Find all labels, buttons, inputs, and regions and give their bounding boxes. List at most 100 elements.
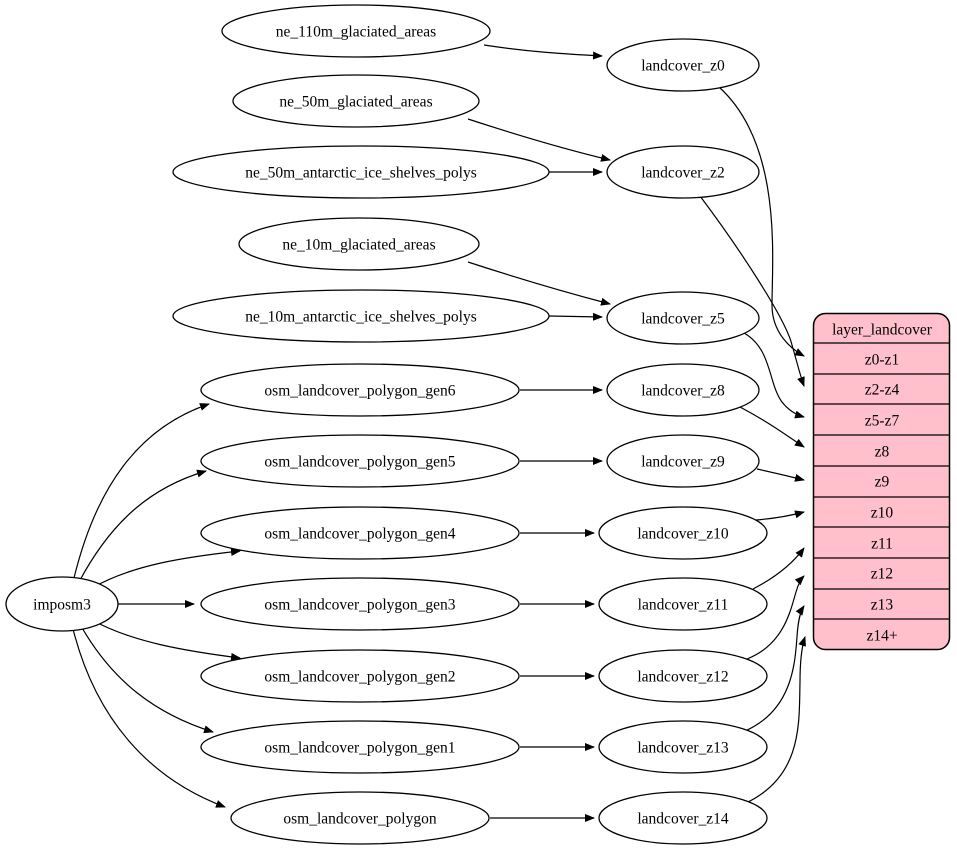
node-landcover-z0: landcover_z0 <box>606 38 760 92</box>
landcover-ellipse <box>606 38 760 92</box>
source-ellipse <box>200 720 520 774</box>
source-ellipse <box>200 649 520 703</box>
table-row-z8: z8 <box>875 443 890 460</box>
node-landcover-z10: landcover_z10 <box>598 506 768 560</box>
source-ellipse <box>172 145 550 199</box>
node-osm-landcover-polygon-gen2: osm_landcover_polygon_gen2 <box>200 649 520 703</box>
edge-imposm3-to-osm-landcover-polygon-gen4 <box>91 547 241 589</box>
layer-landcover-table: layer_landcover z0-z1 z2-z4 z5-z7 z8 z9 … <box>812 312 951 651</box>
table-row-z11: z11 <box>871 535 893 552</box>
edge-ne-10m-antarctic-ice-shelves-polys-to-landcover-z5 <box>548 312 603 321</box>
node-landcover-z8: landcover_z8 <box>606 363 760 417</box>
node-landcover-z2: landcover_z2 <box>606 145 760 199</box>
layer-table-background <box>812 312 951 651</box>
edge-landcover-z11-to-row-z11 <box>752 547 805 590</box>
layer-table-title: layer_landcover <box>832 321 933 338</box>
landcover-ellipse <box>598 649 768 703</box>
edge-imposm3-to-osm-landcover-polygon-gen5 <box>78 469 207 583</box>
node-ne-10m-antarctic-ice-shelves-polys: ne_10m_antarctic_ice_shelves_polys <box>172 289 550 343</box>
landcover-label: landcover_z12 <box>637 668 728 685</box>
landcover-label: landcover_z5 <box>641 310 725 327</box>
node-osm-landcover-polygon-gen4: osm_landcover_polygon_gen4 <box>200 506 520 560</box>
landcover-label: landcover_z2 <box>641 164 725 181</box>
landcover-label: landcover_z14 <box>637 810 728 827</box>
node-osm-landcover-polygon-gen6: osm_landcover_polygon_gen6 <box>200 363 520 417</box>
table-row-z2-z4: z2-z4 <box>865 381 900 398</box>
edge-ne-10m-glaciated-areas-to-landcover-z5 <box>467 261 611 306</box>
source-ellipse <box>232 74 480 128</box>
node-landcover-z14: landcover_z14 <box>598 791 768 845</box>
landcover-ellipse <box>606 363 760 417</box>
node-landcover-z9: landcover_z9 <box>606 434 760 488</box>
node-osm-landcover-polygon-gen3: osm_landcover_polygon_gen3 <box>200 577 520 631</box>
landcover-ellipse <box>606 434 760 488</box>
imposm3-label: imposm3 <box>33 596 91 613</box>
node-ne-50m-antarctic-ice-shelves-polys: ne_50m_antarctic_ice_shelves_polys <box>172 145 550 199</box>
edge-imposm3-to-osm-landcover-polygon <box>72 628 226 808</box>
source-label: ne_110m_glaciated_areas <box>276 23 436 40</box>
landcover-ellipse <box>606 145 760 199</box>
node-ne-110m-glaciated-areas: ne_110m_glaciated_areas <box>221 4 491 58</box>
edge-imposm3-to-osm-landcover-polygon-gen1 <box>80 625 214 734</box>
imposm3-ellipse <box>5 576 119 632</box>
source-ellipse <box>172 289 550 343</box>
node-landcover-z5: landcover_z5 <box>606 291 760 345</box>
source-ellipse <box>200 577 520 631</box>
edge-landcover-z5-to-row-z5-z7 <box>743 332 805 419</box>
edge-ne-50m-glaciated-areas-to-landcover-z2 <box>467 118 611 162</box>
landcover-ellipse <box>598 577 768 631</box>
landcover-ellipse <box>598 720 768 774</box>
source-ellipse <box>200 434 520 488</box>
edge-imposm3-to-osm-landcover-polygon-gen6 <box>73 403 210 579</box>
edge-landcover-z2-to-row-z2-z4 <box>699 195 805 387</box>
node-landcover-z12: landcover_z12 <box>598 649 768 703</box>
source-ellipse <box>200 363 520 417</box>
landcover-label: landcover_z8 <box>641 382 725 399</box>
edge-landcover-z13-to-row-z13 <box>744 605 805 732</box>
source-label: osm_landcover_polygon_gen2 <box>264 668 455 685</box>
table-row-z14plus: z14+ <box>866 627 897 644</box>
source-ellipse <box>221 4 491 58</box>
node-ne-50m-glaciated-areas: ne_50m_glaciated_areas <box>232 74 480 128</box>
edge-landcover-z12-to-row-z12 <box>746 575 805 660</box>
source-ellipse <box>238 217 480 271</box>
edge-ne-110m-glaciated-areas-to-landcover-z0 <box>483 44 603 60</box>
edges-source-to-landcover <box>467 44 611 822</box>
landcover-label: landcover_z13 <box>637 739 728 756</box>
source-label: osm_landcover_polygon_gen6 <box>264 382 455 399</box>
source-label: osm_landcover_polygon_gen1 <box>264 739 455 756</box>
source-label: ne_50m_antarctic_ice_shelves_polys <box>245 164 477 181</box>
table-row-z9: z9 <box>875 473 890 490</box>
table-row-z12: z12 <box>871 565 893 582</box>
edge-landcover-z10-to-row-z10 <box>755 510 805 521</box>
landcover-label: landcover_z11 <box>638 596 729 613</box>
source-label: osm_landcover_polygon_gen5 <box>264 453 455 470</box>
node-osm-landcover-polygon-gen1: osm_landcover_polygon_gen1 <box>200 720 520 774</box>
landcover-ellipse <box>606 291 760 345</box>
node-osm-landcover-polygon-gen5: osm_landcover_polygon_gen5 <box>200 434 520 488</box>
edges-imposm3-fanout <box>72 403 241 808</box>
node-imposm3: imposm3 <box>5 576 119 632</box>
source-label: ne_10m_antarctic_ice_shelves_polys <box>245 308 477 325</box>
source-ellipse <box>230 791 490 845</box>
landcover-ellipse <box>598 506 768 560</box>
landcover-label: landcover_z0 <box>641 57 725 74</box>
edges-landcover-to-table <box>699 86 806 804</box>
landcover-label: landcover_z9 <box>641 453 725 470</box>
edge-landcover-z8-to-row-z8 <box>739 406 805 448</box>
table-row-z13: z13 <box>871 596 894 613</box>
edge-landcover-z0-to-row-z0-z1 <box>718 86 805 357</box>
table-row-z5-z7: z5-z7 <box>865 412 900 429</box>
landcover-label: landcover_z10 <box>637 525 728 542</box>
source-label: osm_landcover_polygon_gen4 <box>264 525 455 542</box>
node-landcover-z11: landcover_z11 <box>598 577 768 631</box>
source-ellipse <box>200 506 520 560</box>
edge-landcover-z14-to-row-z14plus <box>745 636 806 804</box>
source-label: osm_landcover_polygon <box>283 810 437 827</box>
landcover-ellipse <box>598 791 768 845</box>
edge-imposm3-to-osm-landcover-polygon-gen2 <box>91 619 241 661</box>
source-label: ne_10m_glaciated_areas <box>282 236 435 253</box>
node-landcover-z13: landcover_z13 <box>598 720 768 774</box>
